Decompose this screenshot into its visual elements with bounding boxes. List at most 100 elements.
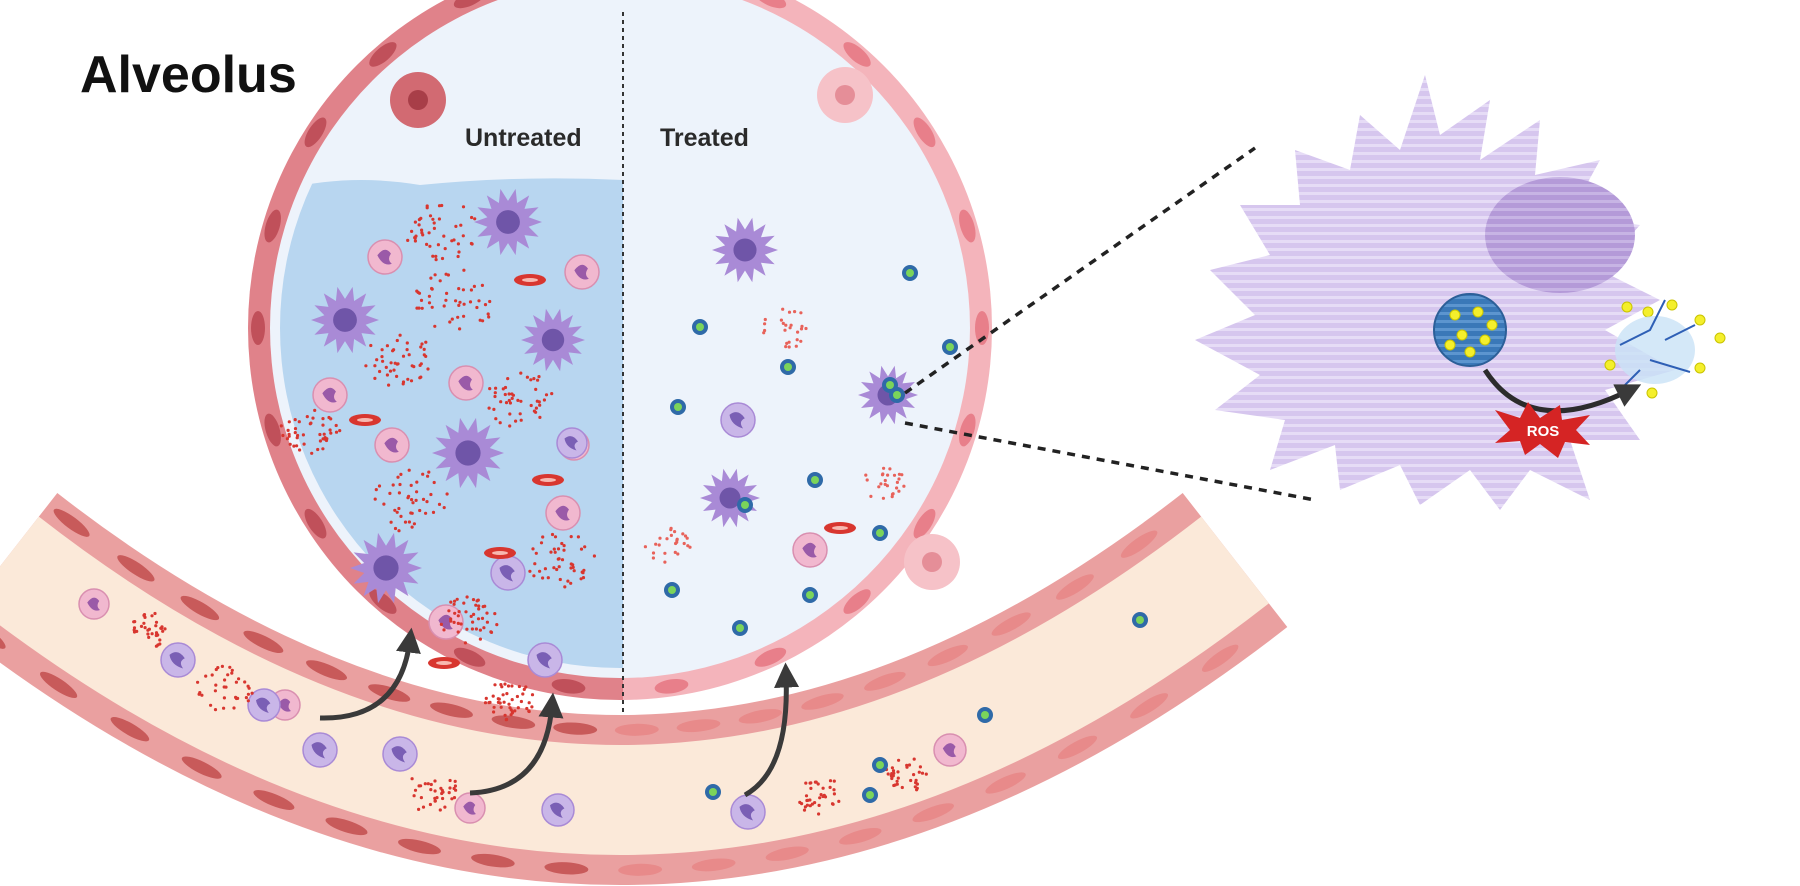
nanoparticle-icon [862, 787, 878, 803]
macrophage-icon [1195, 75, 1675, 510]
type-ii-pneumocyte-icon [390, 72, 446, 128]
cytokine-cluster-icon [643, 526, 692, 564]
neutrophil-icon [78, 588, 110, 620]
cargo-dot [1486, 319, 1498, 331]
nanoparticle-icon [664, 582, 680, 598]
migration-arrows [319, 627, 800, 798]
type-ii-pneumocyte-icon [817, 67, 873, 123]
nanoparticle-icon [977, 707, 993, 723]
migration-arrow-icon [319, 627, 421, 721]
untreated-label: Untreated [465, 124, 582, 152]
macrophage-icon [350, 532, 422, 604]
page-title: Alveolus [80, 46, 297, 104]
macrophage-icon [521, 308, 585, 372]
zoom-line-top [903, 146, 1257, 395]
cargo-dot [1472, 306, 1484, 318]
red-blood-cell-icon [532, 474, 564, 486]
cargo-dot [1456, 329, 1468, 341]
cytokine-cluster-icon [798, 779, 841, 816]
nanoparticle-icon [670, 399, 686, 415]
blood-vessel [0, 492, 1288, 885]
neutrophil-icon [367, 239, 403, 275]
cytokine-cluster-icon [483, 682, 535, 722]
red-blood-cell-icon [824, 522, 856, 534]
alveolar-wall-cells [251, 0, 989, 694]
neutrophil-icon [564, 254, 600, 290]
ros-burst-icon [1495, 402, 1590, 458]
monocyte-icon [490, 555, 526, 591]
monocyte-icon [541, 793, 575, 827]
released-cargo-dot [1694, 314, 1706, 326]
red-blood-cell-icon [484, 547, 516, 559]
nanoparticle-icon [902, 265, 918, 281]
nanoparticle-icon [692, 319, 708, 335]
neutrophil-icon [792, 532, 828, 568]
neutrophil-icon [933, 733, 967, 767]
monocyte-icon [720, 402, 756, 438]
treated-label: Treated [660, 124, 749, 152]
zoom-line-bottom [904, 421, 1316, 502]
cytokine-cluster-icon [415, 268, 492, 331]
neutrophil-icon [312, 377, 348, 413]
nanoparticle-icon [802, 587, 818, 603]
monocyte-icon [247, 688, 281, 722]
cytokine-cluster-icon [528, 532, 597, 589]
nanoparticle-icon [942, 339, 958, 355]
migration-arrow-icon [743, 662, 800, 798]
cytokine-cluster-icon [373, 468, 449, 533]
macrophage-nucleus [1485, 177, 1635, 293]
monocyte-icon [556, 427, 588, 459]
cytokine-cluster-icon [884, 757, 928, 792]
released-cargo-dot [1604, 359, 1616, 371]
cargo-dot [1479, 334, 1491, 346]
cytokine-cluster-icon [762, 307, 808, 349]
cargo-dot [1444, 339, 1456, 351]
released-cargo-dot [1714, 332, 1726, 344]
cytokine-cluster-icon [132, 611, 167, 648]
cytokine-cluster-icon [196, 664, 254, 712]
nanoparticle-icon [737, 497, 753, 513]
neutrophil-icon [448, 365, 484, 401]
endothelial-cells [0, 508, 1239, 876]
nanoparticle-icon [872, 757, 888, 773]
nanoparticle-icon [1132, 612, 1148, 628]
released-cargo-dot [1646, 387, 1658, 399]
macrophage-icon [432, 417, 504, 489]
cytokine-cluster-icon [864, 466, 906, 500]
degradation-arrow [1482, 368, 1642, 414]
degraded-nanoparticle [1615, 316, 1695, 384]
macrophage-icon [712, 217, 778, 283]
red-blood-cell-icon [514, 274, 546, 286]
nanoparticle-icon [780, 359, 796, 375]
edema-fluid [280, 178, 623, 668]
neutrophil-icon [545, 495, 581, 531]
cytokine-cluster-icon [439, 595, 499, 645]
nanoparticle-icon [882, 377, 898, 393]
cytokine-cluster-icon [364, 333, 430, 387]
macrophage-icon [474, 188, 542, 256]
migration-arrow-icon [469, 692, 564, 796]
ros-label: ROS [1527, 423, 1560, 440]
red-blood-cell-icon [428, 657, 460, 669]
monocyte-icon [730, 794, 766, 830]
nanoparticle-icon [705, 784, 721, 800]
released-cargo-dot [1642, 306, 1654, 318]
cytokine-cluster-icon [406, 203, 477, 262]
vessel-lumen [0, 516, 1269, 855]
nanoparticle-icon [872, 525, 888, 541]
macrophage-icon [311, 286, 379, 354]
type-ii-pneumocyte-icon [904, 534, 960, 590]
red-blood-cell-icon [349, 414, 381, 426]
monocyte-icon [382, 736, 418, 772]
nanoparticle-icon [807, 472, 823, 488]
monocyte-icon [302, 732, 338, 768]
monocyte-icon [160, 642, 196, 678]
released-cargo-dot [1621, 301, 1633, 313]
monocyte-icon [527, 642, 563, 678]
zoomed-macrophage: ROS [1195, 75, 1726, 510]
released-cargo-dot [1666, 299, 1678, 311]
cytokine-cluster-icon [487, 371, 554, 428]
neutrophil-icon [454, 792, 486, 824]
cargo-dot [1449, 309, 1461, 321]
